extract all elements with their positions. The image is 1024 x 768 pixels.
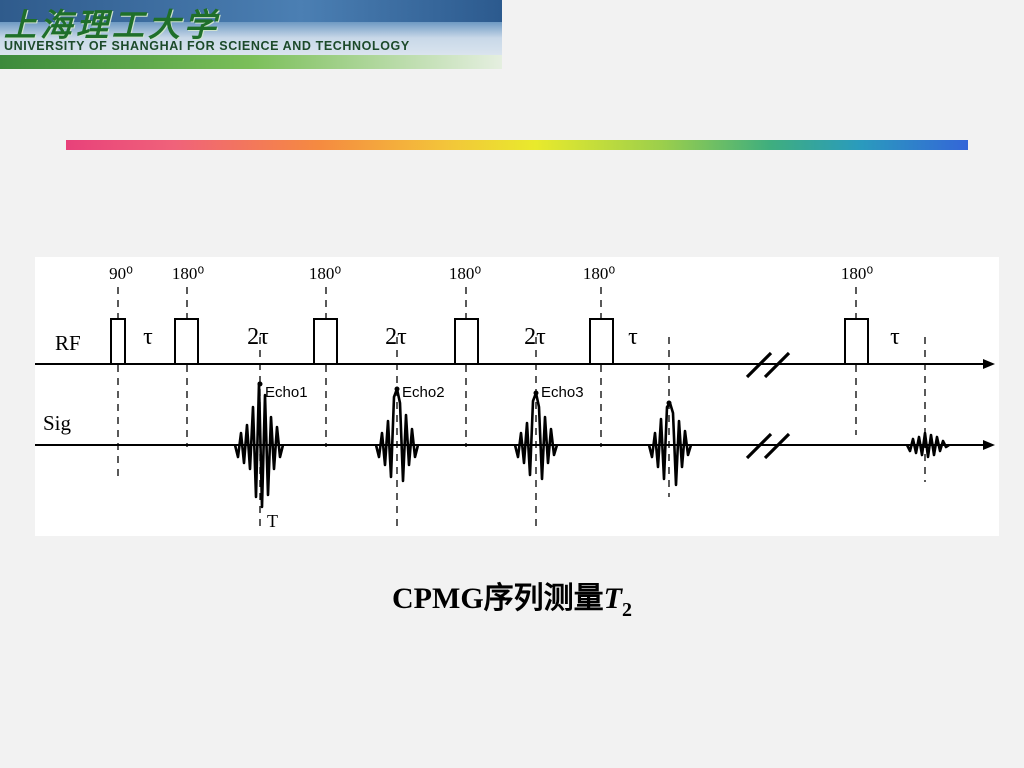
echo-label: Echo2 bbox=[402, 384, 445, 401]
pulse-label: 180⁰ bbox=[449, 264, 482, 283]
interval-label: 2τ bbox=[524, 324, 546, 350]
cpmg-pulse-diagram: RF Sig bbox=[35, 257, 999, 536]
sig-row-label: Sig bbox=[43, 411, 72, 435]
slide-caption: CPMG序列测量T2 bbox=[0, 573, 1024, 622]
pulse-sequence-svg: RF Sig bbox=[35, 264, 995, 531]
rainbow-divider bbox=[66, 140, 968, 150]
dashed-guides bbox=[117, 287, 926, 529]
pulse-180-5 bbox=[844, 318, 869, 365]
banner-top-band bbox=[0, 0, 502, 22]
echo-label: Echo1 bbox=[265, 384, 308, 401]
pulse-180-3 bbox=[454, 318, 479, 365]
caption-prefix: CPMG序列测量 bbox=[392, 582, 604, 615]
pulse-label: 180⁰ bbox=[841, 264, 874, 283]
caption-symbol: T bbox=[603, 582, 622, 615]
university-name: UNIVERSITY OF SHANGHAI FOR SCIENCE AND T… bbox=[4, 39, 410, 53]
interval-label: τ bbox=[628, 324, 638, 350]
pulse-label: 90⁰ bbox=[109, 264, 133, 283]
caption-subscript: 2 bbox=[621, 599, 632, 621]
sig-axis-arrow-icon bbox=[983, 440, 995, 450]
echo-label: Echo3 bbox=[541, 384, 584, 401]
interval-label: τ bbox=[890, 324, 900, 350]
time-break-symbols bbox=[745, 351, 791, 460]
interval-label: 2τ bbox=[385, 324, 407, 350]
banner-green-band bbox=[0, 55, 502, 69]
interval-label: τ bbox=[143, 324, 153, 350]
echo-5-waveform bbox=[905, 431, 950, 459]
pulse-180-1 bbox=[174, 318, 199, 365]
university-banner: 上海理工大学 UNIVERSITY OF SHANGHAI FOR SCIENC… bbox=[0, 0, 502, 69]
pulse-label: 180⁰ bbox=[309, 264, 342, 283]
rf-row-label: RF bbox=[55, 331, 81, 355]
rf-pulses bbox=[110, 318, 869, 365]
pulse-90 bbox=[110, 318, 126, 365]
university-logo-calligraphy: 上海理工大学 bbox=[4, 6, 221, 44]
time-marker-label: T bbox=[267, 511, 278, 531]
pulse-180-2 bbox=[313, 318, 338, 365]
echo-peak-markers bbox=[257, 381, 672, 406]
pulse-180-4 bbox=[589, 318, 614, 365]
rf-axis-arrow-icon bbox=[983, 359, 995, 369]
interval-label: 2τ bbox=[247, 324, 269, 350]
pulse-label: 180⁰ bbox=[172, 264, 205, 283]
pulse-label: 180⁰ bbox=[583, 264, 616, 283]
